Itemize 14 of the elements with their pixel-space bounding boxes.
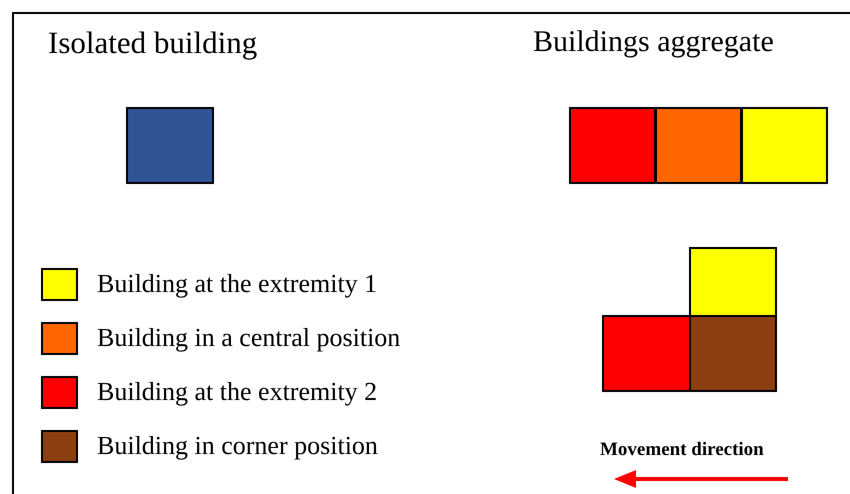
- legend-text: Building at the extremity 2: [97, 379, 378, 405]
- building-square: [126, 107, 214, 184]
- building-square: [741, 107, 828, 184]
- building-square: [655, 107, 742, 184]
- section-heading: Buildings aggregate: [533, 27, 774, 57]
- section-heading: Isolated building: [48, 27, 258, 58]
- building-square: [689, 247, 777, 317]
- building-square: [569, 107, 656, 184]
- building-square: [602, 315, 691, 392]
- direction-label: Movement direction: [600, 440, 764, 459]
- building-square: [689, 315, 777, 392]
- legend-text: Building in a central position: [97, 325, 400, 351]
- legend-text: Building in corner position: [97, 433, 378, 459]
- legend-text: Building at the extremity 1: [97, 271, 378, 297]
